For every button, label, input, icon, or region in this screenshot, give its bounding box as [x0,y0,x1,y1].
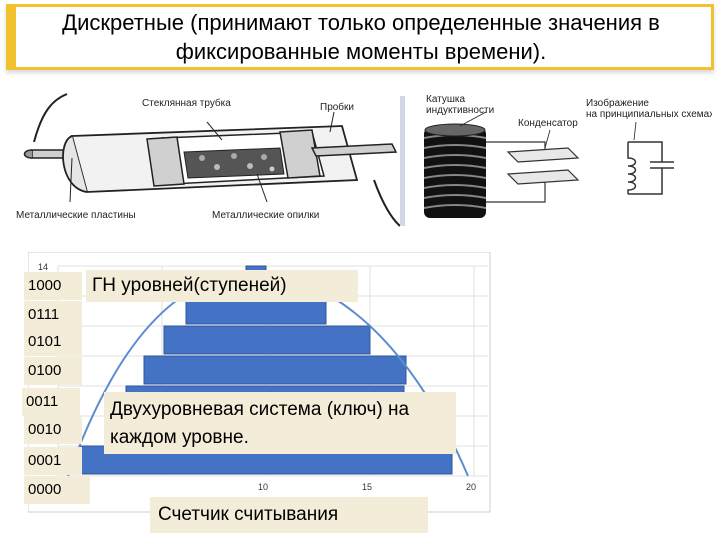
label-glass-tube: Стеклянная трубка [142,97,231,109]
label-metal-plates: Металлические пластины [16,210,136,221]
x-tick-20: 20 [466,482,476,492]
x-tick-10: 10 [258,482,268,492]
label-plugs: Пробки [320,101,354,113]
bar-level-0011 [143,355,407,385]
x-tick-15: 15 [362,482,372,492]
level-label-0000: 0000 [24,476,90,504]
level-label-0010: 0010 [24,416,82,444]
title-frame [6,4,714,70]
level-label-0111: 0111 [24,301,82,329]
page-title: Дискретные (принимают только определенны… [62,10,660,64]
level-label-0011: 0011 [22,388,80,416]
bar-level-0100 [163,325,371,355]
label-capacitor: Конденсатор [518,118,578,129]
y-tick-14: 14 [38,262,48,272]
read-counter-label: Счетчик считывания [150,497,428,533]
level-label-1000: 1000 [24,272,82,300]
coherer-figure: Стеклянная трубка Пробки Металлические п… [16,93,401,227]
level-label-0100: 0100 [24,357,82,385]
level-label-0101: 0101 [24,328,82,356]
label-metal-filings: Металлические опилки [212,210,319,221]
two-level-system-label: Двухуровневая система (ключ) на каждом у… [104,392,456,454]
gn-levels-label: ГН уровней(ступеней) [86,270,358,302]
level-label-0001: 0001 [24,447,82,475]
